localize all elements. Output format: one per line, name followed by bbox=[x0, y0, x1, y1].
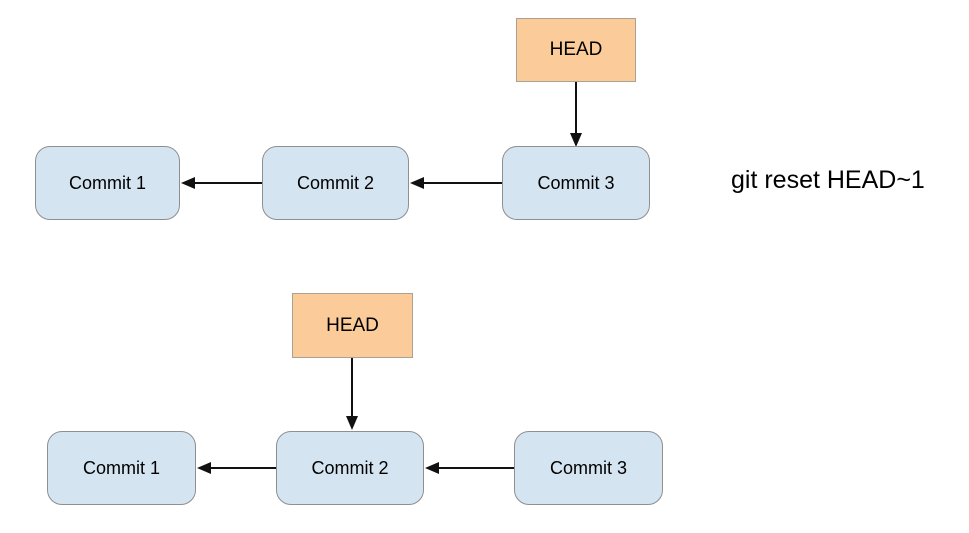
arrow-commit3-to-commit2-line bbox=[439, 467, 514, 469]
arrow-commit3-to-commit2-line bbox=[424, 182, 502, 184]
arrow-commit2-to-commit1-line bbox=[195, 182, 262, 184]
arrow-commit2-to-commit1-line bbox=[211, 467, 276, 469]
head-node-before: HEAD bbox=[516, 18, 636, 82]
commit-node-3-after: Commit 3 bbox=[514, 431, 663, 505]
arrow-head-to-commit2-line bbox=[351, 358, 353, 416]
commit-node-1-before: Commit 1 bbox=[35, 146, 180, 220]
arrow-head-to-commit3-line bbox=[575, 82, 577, 133]
commit-label: Commit 1 bbox=[82, 457, 160, 478]
arrowhead-left-icon bbox=[197, 462, 211, 474]
commit-node-2-after: Commit 2 bbox=[276, 431, 424, 505]
commit-label: Commit 3 bbox=[549, 457, 627, 478]
head-label: HEAD bbox=[549, 39, 603, 60]
arrowhead-left-icon bbox=[410, 177, 424, 189]
arrowhead-down-icon bbox=[570, 133, 582, 147]
commit-label: Commit 2 bbox=[296, 172, 374, 193]
commit-node-3-before: Commit 3 bbox=[502, 146, 650, 220]
head-label: HEAD bbox=[326, 314, 379, 336]
commit-node-2-before: Commit 2 bbox=[262, 146, 409, 220]
arrowhead-left-icon bbox=[425, 462, 439, 474]
commit-label: Commit 1 bbox=[68, 172, 146, 193]
command-caption: git reset HEAD~1 bbox=[731, 166, 925, 194]
arrowhead-left-icon bbox=[181, 177, 195, 189]
commit-node-1-after: Commit 1 bbox=[47, 431, 196, 505]
arrowhead-down-icon bbox=[346, 416, 358, 430]
head-node-after: HEAD bbox=[292, 293, 413, 358]
commit-label: Commit 3 bbox=[537, 172, 615, 193]
commit-label: Commit 2 bbox=[311, 457, 389, 478]
